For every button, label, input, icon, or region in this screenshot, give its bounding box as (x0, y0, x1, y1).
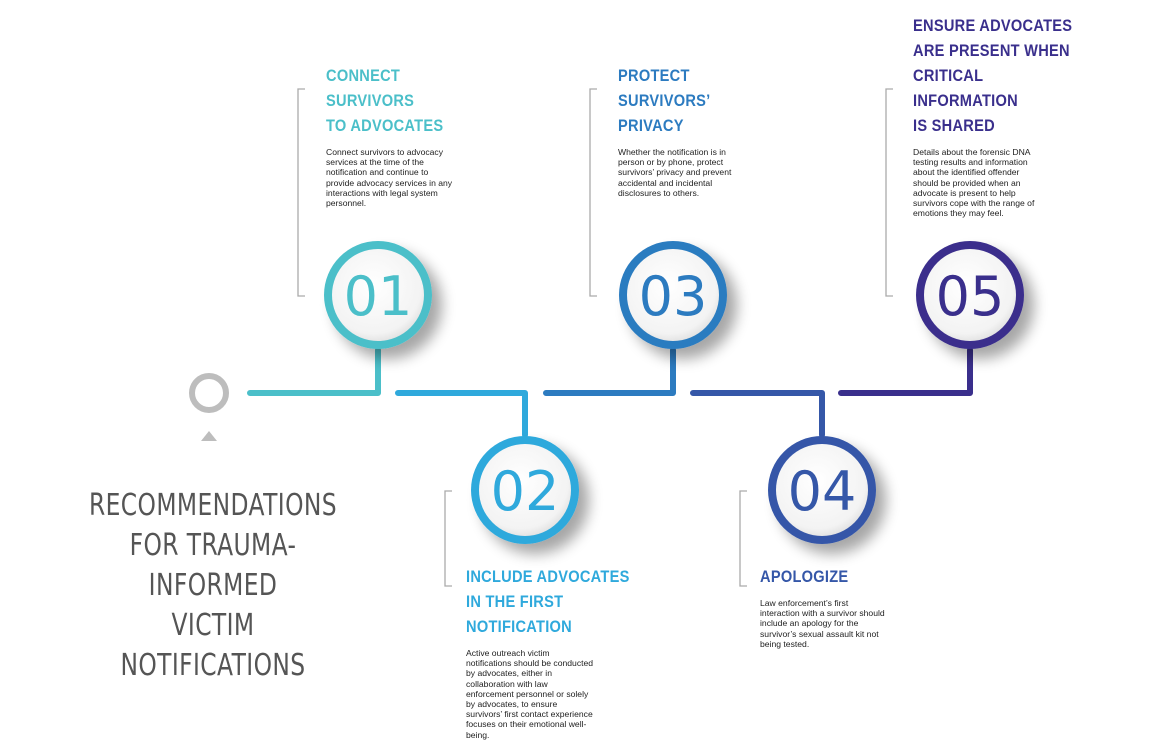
step-3-title: PROTECT SURVIVORS’ PRIVACY (618, 66, 711, 135)
step-1-title: CONNECT SURVIVORS TO ADVOCATES (326, 66, 444, 135)
step-number-5: 05 (936, 265, 1005, 328)
step-5-title: ENSURE ADVOCATES ARE PRESENT WHEN CRITIC… (913, 16, 1073, 135)
step-number-3: 03 (639, 265, 708, 328)
start-marker-arrow (201, 431, 217, 441)
connector-3 (543, 347, 676, 396)
main-heading: RECOMMENDATIONS FOR TRAUMA-INFORMED VICT… (88, 488, 338, 683)
step-3-block: PROTECT SURVIVORS’ PRIVACY Whether the n… (618, 63, 798, 198)
step-5-description: Details about the forensic DNA testing r… (913, 147, 1035, 219)
step-2-title: INCLUDE ADVOCATES IN THE FIRST NOTIFICAT… (466, 567, 630, 636)
step-circle-1: 01 (324, 241, 432, 349)
step-1-description: Connect survivors to advocacy services a… (326, 147, 453, 209)
connector-2 (395, 390, 528, 438)
step-4-description: Law enforcement’s first interaction with… (760, 598, 885, 649)
step-1-block: CONNECT SURVIVORS TO ADVOCATES Connect s… (326, 63, 476, 208)
step-4-title: APOLOGIZE (760, 567, 849, 586)
step-number-4: 04 (788, 460, 857, 523)
step-circle-2: 02 (471, 436, 579, 544)
connector-4 (690, 390, 825, 438)
bracket-step-1 (297, 88, 305, 297)
connector-1 (247, 347, 381, 396)
step-3-description: Whether the notification is in person or… (618, 147, 732, 198)
bracket-step-3 (589, 88, 597, 297)
step-circle-4: 04 (768, 436, 876, 544)
bracket-step-2 (444, 490, 452, 587)
step-circle-5: 05 (916, 241, 1024, 349)
step-2-description: Active outreach victim notifications sho… (466, 648, 594, 740)
step-number-2: 02 (491, 460, 560, 523)
start-marker-ring (189, 373, 229, 413)
step-5-block: ENSURE ADVOCATES ARE PRESENT WHEN CRITIC… (913, 13, 1113, 218)
step-number-1: 01 (344, 265, 413, 328)
step-circle-3: 03 (619, 241, 727, 349)
bracket-step-4 (739, 490, 747, 587)
step-2-block: INCLUDE ADVOCATES IN THE FIRST NOTIFICAT… (466, 564, 706, 740)
bracket-step-5 (885, 88, 893, 297)
connector-5 (838, 347, 973, 396)
step-4-block: APOLOGIZE Law enforcement’s first intera… (760, 564, 920, 649)
